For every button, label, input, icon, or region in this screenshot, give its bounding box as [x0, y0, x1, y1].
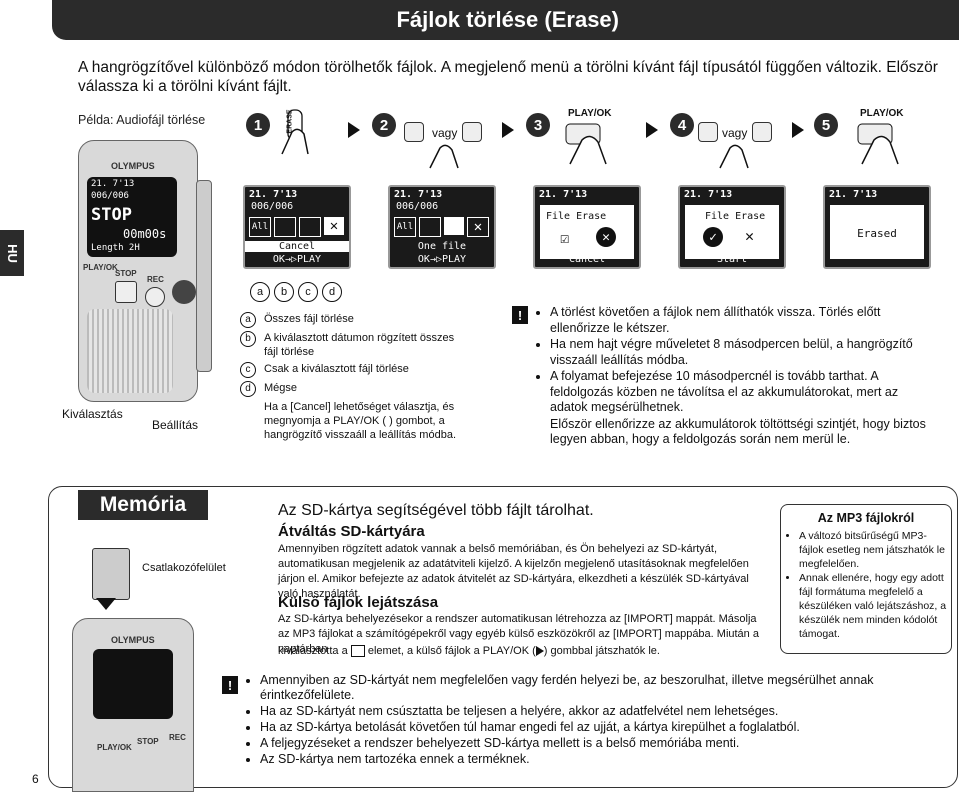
or-label: vagy — [722, 126, 748, 140]
play-ok-label: PLAY/OK — [568, 108, 612, 119]
sd-notes: Amennyiben az SD-kártyát nem megfelelően… — [246, 673, 946, 768]
sd-card-icon — [92, 548, 130, 600]
screen-time: 00m00s — [123, 227, 167, 241]
memory-section-frame — [48, 486, 958, 788]
speaker-grille — [87, 309, 173, 393]
device-screen — [93, 649, 173, 719]
brand-logo: OLYMPUS — [111, 161, 155, 171]
step-5-badge: 5 — [814, 113, 838, 137]
stop-label: STOP — [115, 269, 137, 278]
rec-label: REC — [169, 733, 186, 742]
erase-option-icons: All ✕ — [249, 217, 344, 237]
or-label: vagy — [432, 126, 458, 140]
cancel-x-icon: ✕ — [745, 227, 755, 245]
check-icon: ☑ — [560, 229, 570, 247]
screen-date: 21. 7'13 — [91, 179, 135, 189]
voice-recorder-illustration: OLYMPUS 21. 7'13 006/006 STOP 00m00s Len… — [78, 140, 198, 402]
step-1-badge: 1 — [246, 113, 270, 137]
select-label: Kiválasztás — [62, 407, 123, 421]
play-icon — [535, 646, 544, 657]
device-side-panel — [196, 180, 212, 372]
arrow-icon — [646, 122, 658, 138]
device-screen: 21. 7'13 006/006 STOP 00m00s Length 2H — [87, 177, 177, 257]
stop-button-icon — [115, 281, 137, 303]
step-4-badge: 4 — [670, 113, 694, 137]
external-files-heading: Külső fájlok lejátszása — [278, 594, 439, 611]
finger-icon — [719, 144, 749, 169]
arrow-icon — [792, 122, 804, 138]
arrow-icon — [502, 122, 514, 138]
rec-label: REC — [147, 275, 164, 284]
play-ok-button-icon — [565, 123, 607, 165]
callout-d: d — [322, 282, 342, 302]
screen-file-erase-start: 21. 7'13 File Erase ✓ ✕ Start — [678, 185, 786, 269]
next-button-icon — [462, 122, 482, 142]
screen-erase-menu-one-file: 21. 7'13 006/006 All ✕ One file OK→▷PLAY — [388, 185, 496, 269]
voice-recorder-sd-illustration: OLYMPUS PLAY/OK STOP REC — [72, 618, 194, 792]
arrow-icon — [348, 122, 360, 138]
external-files-text-end: kiválasztotta a elemet, a külső fájlok a… — [278, 645, 660, 658]
screen-erased: 21. 7'13 Erased — [823, 185, 931, 269]
callout-a: a — [250, 282, 270, 302]
switch-sd-heading: Átváltás SD-kártyára — [278, 523, 425, 540]
mp3-info-box: Az MP3 fájlokról A változó bitsűrűségű M… — [780, 504, 952, 654]
memory-lead: Az SD-kártya segítségével több fájlt tár… — [278, 502, 594, 519]
step-3-badge: 3 — [526, 113, 550, 137]
mp3-box-title: Az MP3 fájlokról — [817, 511, 915, 525]
screen-erase-menu-cancel: 21. 7'13 006/006 All ✕ Cancel OK→▷PLAY — [243, 185, 351, 269]
example-label: Példa: Audiofájl törlése — [78, 113, 206, 127]
warning-icon: ! — [222, 676, 238, 694]
play-ok-label: PLAY/OK — [860, 108, 904, 119]
external-files-text: Az SD-kártya behelyezésekor a rendszer a… — [278, 613, 759, 655]
play-ok-label: PLAY/OK — [97, 743, 132, 752]
next-button-icon — [752, 122, 772, 142]
page-title: Fájlok törlése (Erase) — [396, 7, 619, 32]
down-arrow-icon — [96, 598, 116, 610]
screen-length: Length 2H — [91, 243, 140, 253]
erase-button-label: ERASE — [286, 109, 294, 134]
callout-b: b — [274, 282, 294, 302]
screen-file-erase-cancel: 21. 7'13 File Erase ☑ ✕ Cancel — [533, 185, 641, 269]
cancel-x-icon: ✕ — [596, 227, 616, 247]
step-2-badge: 2 — [372, 113, 396, 137]
rec-button-icon — [145, 287, 165, 307]
slot-label: Csatlakozófelület — [142, 562, 226, 574]
switch-sd-text: Amennyiben rögzített adatok vannak a bel… — [278, 543, 749, 600]
memory-section-title: Memória — [78, 490, 208, 520]
page-number: 6 — [32, 772, 39, 786]
intro-text: A hangrögzítővel különböző módon törölhe… — [78, 59, 938, 95]
jog-wheel-icon — [172, 280, 196, 304]
erase-button-illustration: ERASE — [278, 108, 314, 156]
play-ok-button-icon — [857, 123, 899, 165]
stop-label: STOP — [137, 737, 159, 746]
erase-option-icons: All ✕ — [394, 217, 489, 237]
prev-button-icon — [404, 122, 424, 142]
settings-label: Beállítás — [152, 418, 199, 432]
erase-notes: A törlést követően a fájlok nem állíthat… — [536, 305, 936, 448]
callout-c: c — [298, 282, 318, 302]
screen-file: 006/006 — [91, 191, 129, 201]
brand-logo: OLYMPUS — [111, 635, 155, 645]
screen-status: STOP — [91, 205, 132, 225]
finger-icon — [429, 144, 459, 169]
title-bar: Fájlok törlése (Erase) — [52, 0, 959, 40]
language-tab: HU — [0, 230, 24, 276]
check-icon: ✓ — [703, 227, 723, 247]
legend-note: Ha a [Cancel] lehetőséget választja, és … — [264, 401, 456, 441]
folder-icon — [350, 645, 365, 658]
play-ok-label: PLAY/OK — [83, 263, 118, 272]
warning-icon: ! — [512, 306, 528, 324]
prev-button-icon — [698, 122, 718, 142]
